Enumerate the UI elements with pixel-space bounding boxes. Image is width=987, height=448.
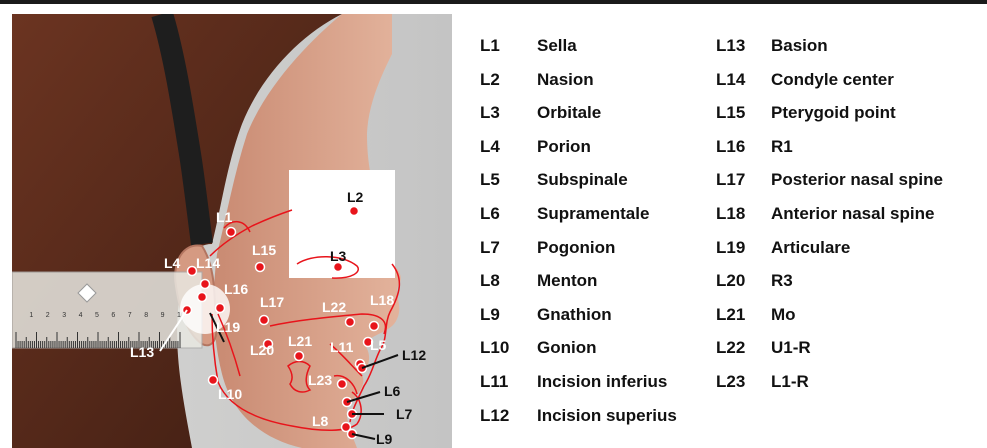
legend-name-l12: Incision superius [537, 406, 677, 426]
ruler: 12345678910 [12, 272, 230, 348]
point-l21 [295, 352, 304, 361]
point-l15 [256, 263, 265, 272]
marker-label-l5: L5 [370, 337, 387, 353]
legend-code-l23: L23 [716, 372, 745, 392]
marker-label-l6: L6 [384, 383, 401, 399]
legend-name-l18: Anterior nasal spine [771, 204, 934, 224]
legend-code-l22: L22 [716, 338, 745, 358]
legend-code-l4: L4 [480, 137, 500, 157]
ruler-number: 9 [161, 312, 165, 319]
marker-label-l15: L15 [252, 242, 276, 258]
point-l22 [346, 318, 355, 327]
ruler-number: 2 [46, 312, 50, 319]
marker-label-l7: L7 [396, 406, 413, 422]
legend-name-l1: Sella [537, 36, 577, 56]
legend-code-l5: L5 [480, 170, 500, 190]
marker-label-l9: L9 [376, 431, 393, 447]
marker-label-l18: L18 [370, 292, 394, 308]
ruler-number: 1 [29, 312, 33, 319]
legend-name-l22: U1-R [771, 338, 811, 358]
marker-label-l22: L22 [322, 299, 346, 315]
point-l2 [350, 207, 359, 216]
profile-photo: 12345678910 [12, 14, 452, 448]
legend-code-l10: L10 [480, 338, 509, 358]
ruler-number: 4 [79, 312, 83, 319]
legend-name-l23: L1-R [771, 372, 809, 392]
legend-name-l2: Nasion [537, 70, 594, 90]
marker-label-l20: L20 [250, 342, 274, 358]
legend-name-l16: R1 [771, 137, 793, 157]
ruler-number: 8 [144, 312, 148, 319]
marker-label-l11: L11 [330, 339, 354, 355]
top-rule [0, 0, 987, 4]
legend-code-l16: L16 [716, 137, 745, 157]
marker-label-l8: L8 [312, 413, 329, 429]
legend-name-l21: Mo [771, 305, 796, 325]
legend-code-l6: L6 [480, 204, 500, 224]
legend-name-l3: Orbitale [537, 103, 601, 123]
legend-name-l13: Basion [771, 36, 828, 56]
point-l23 [338, 380, 347, 389]
ruler-number: 6 [111, 312, 115, 319]
legend-code-l12: L12 [480, 406, 509, 426]
legend-name-l4: Porion [537, 137, 591, 157]
marker-label-l12: L12 [402, 347, 426, 363]
legend-code-l3: L3 [480, 103, 500, 123]
legend-name-l19: Articulare [771, 238, 850, 258]
legend-name-l14: Condyle center [771, 70, 894, 90]
point-l1 [227, 228, 236, 237]
marker-label-l16: L16 [224, 281, 248, 297]
legend-code-l8: L8 [480, 271, 500, 291]
marker-label-l21: L21 [288, 333, 312, 349]
legend-code-l11: L11 [480, 372, 508, 392]
legend-code-l9: L9 [480, 305, 500, 325]
legend-name-l10: Gonion [537, 338, 596, 358]
marker-label-l17: L17 [260, 294, 284, 310]
ruler-number: 3 [62, 312, 66, 319]
legend-code-l15: L15 [716, 103, 745, 123]
point-l10 [209, 376, 218, 385]
legend-code-l17: L17 [716, 170, 745, 190]
ruler-number: 7 [128, 312, 132, 319]
legend-name-l17: Posterior nasal spine [771, 170, 943, 190]
legend-code-l18: L18 [716, 204, 745, 224]
legend-code-l14: L14 [716, 70, 745, 90]
legend-code-l2: L2 [480, 70, 500, 90]
marker-label-l3: L3 [330, 248, 347, 264]
legend-code-l19: L19 [716, 238, 745, 258]
marker-label-l13: L13 [130, 344, 154, 360]
legend-name-l7: Pogonion [537, 238, 615, 258]
marker-label-l2: L2 [347, 189, 364, 205]
marker-label-l1: L1 [216, 209, 233, 225]
legend-code-l13: L13 [716, 36, 745, 56]
legend-name-l5: Subspinale [537, 170, 628, 190]
point-l14 [201, 280, 210, 289]
marker-label-l19: L19 [216, 319, 240, 335]
legend-code-l21: L21 [716, 305, 745, 325]
marker-label-l23: L23 [308, 372, 332, 388]
legend-name-l15: Pterygoid point [771, 103, 896, 123]
point-l17 [260, 316, 269, 325]
legend-code-l7: L7 [480, 238, 500, 258]
point-l16 [216, 304, 225, 313]
legend-name-l6: Supramentale [537, 204, 649, 224]
legend-code-l20: L20 [716, 271, 745, 291]
ruler-number: 5 [95, 312, 99, 319]
legend-code-l1: L1 [480, 36, 500, 56]
point-l19 [198, 293, 207, 302]
marker-label-l14: L14 [196, 255, 220, 271]
legend-name-l9: Gnathion [537, 305, 612, 325]
legend-name-l8: Menton [537, 271, 597, 291]
legend-name-l20: R3 [771, 271, 793, 291]
marker-label-l10: L10 [218, 386, 242, 402]
marker-label-l4: L4 [164, 255, 181, 271]
legend-name-l11: Incision inferius [537, 372, 667, 392]
point-l18 [370, 322, 379, 331]
